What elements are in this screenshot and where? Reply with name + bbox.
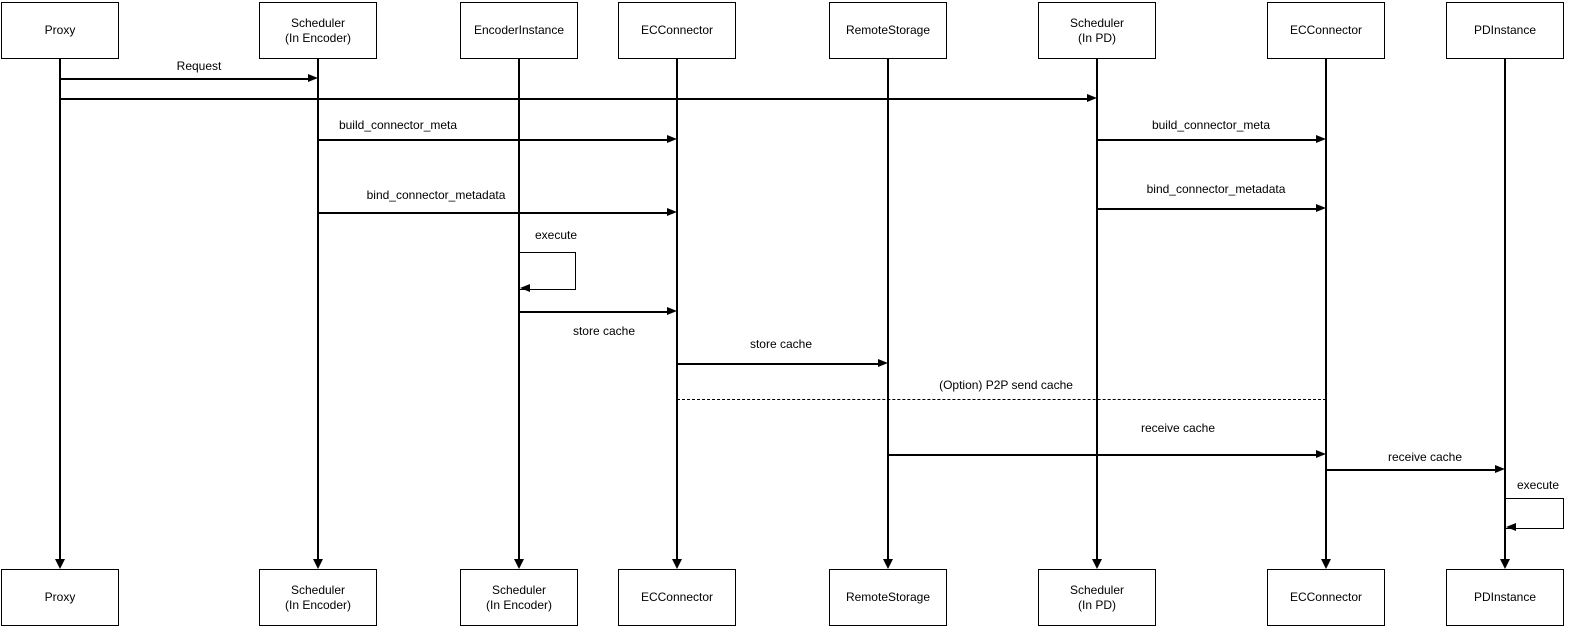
arrowhead-icon: [1316, 135, 1326, 143]
actor-top-scheduler-encoder: Scheduler (In Encoder): [259, 2, 377, 59]
message-execute-encoder-label: execute: [534, 228, 578, 242]
lifeline-pd-instance: [1504, 59, 1506, 560]
lifeline-arrowhead-icon: [514, 559, 524, 569]
message-p2p-send-cache-label: (Option) P2P send cache: [939, 378, 1073, 392]
actor-bottom-remote-storage: RemoteStorage: [829, 569, 947, 626]
lifeline-arrowhead-icon: [55, 559, 65, 569]
message-execute-pd-loop: [1505, 498, 1564, 529]
lifeline-arrowhead-icon: [1500, 559, 1510, 569]
arrowhead-icon: [1316, 204, 1326, 212]
actor-bottom-encoder-instance: Scheduler (In Encoder): [460, 569, 578, 626]
lifeline-scheduler-encoder: [317, 59, 319, 560]
arrowhead-icon: [878, 359, 888, 367]
actor-top-pd-instance: PDInstance: [1446, 2, 1564, 59]
message-encoder-store-cache-line: [519, 311, 667, 313]
message-receive-cache-pd-line: [1326, 469, 1495, 471]
message-request-label: Request: [176, 59, 222, 73]
message-build-meta-encoder-line: [318, 139, 667, 141]
actor-top-ec-connector-encoder: ECConnector: [618, 2, 736, 59]
message-build-meta-encoder-label: build_connector_meta: [338, 118, 458, 132]
arrowhead-icon: [667, 135, 677, 143]
lifeline-arrowhead-icon: [672, 559, 682, 569]
arrowhead-icon: [1087, 94, 1097, 102]
arrowhead-icon: [520, 284, 530, 292]
arrowhead-icon: [1495, 465, 1505, 473]
actor-bottom-pd-instance: PDInstance: [1446, 569, 1564, 626]
lifeline-arrowhead-icon: [883, 559, 893, 569]
lifeline-encoder-instance: [518, 59, 520, 560]
lifeline-proxy: [59, 59, 61, 560]
arrowhead-icon: [667, 208, 677, 216]
actor-bottom-ec-connector-encoder: ECConnector: [618, 569, 736, 626]
actor-top-encoder-instance: EncoderInstance: [460, 2, 578, 59]
message-p2p-send-cache-line: [677, 399, 1326, 400]
lifeline-ec-connector-pd: [1325, 59, 1327, 560]
message-bind-metadata-pd-line: [1097, 208, 1316, 210]
lifeline-remote-storage: [887, 59, 889, 560]
actor-bottom-scheduler-encoder: Scheduler (In Encoder): [259, 569, 377, 626]
message-encoder-store-cache-label: store cache: [572, 324, 636, 338]
message-proxy-to-pd-line: [60, 98, 1087, 100]
message-execute-encoder-loop: [519, 252, 576, 290]
message-bind-metadata-encoder-label: bind_connector_metadata: [366, 188, 506, 202]
actor-bottom-proxy: Proxy: [1, 569, 119, 626]
message-build-meta-pd-line: [1097, 139, 1316, 141]
arrowhead-icon: [308, 74, 318, 82]
lifeline-scheduler-pd: [1096, 59, 1098, 560]
message-receive-cache-remote-line: [888, 454, 1316, 456]
message-bind-metadata-pd-label: bind_connector_metadata: [1146, 182, 1286, 196]
arrowhead-icon: [667, 307, 677, 315]
message-store-cache-remote-label: store cache: [749, 337, 813, 351]
actor-top-remote-storage: RemoteStorage: [829, 2, 947, 59]
arrowhead-icon: [1316, 450, 1326, 458]
message-execute-pd-label: execute: [1516, 478, 1560, 492]
arrowhead-icon: [1506, 523, 1516, 531]
actor-bottom-ec-connector-pd: ECConnector: [1267, 569, 1385, 626]
message-receive-cache-remote-label: receive cache: [1140, 421, 1216, 435]
message-receive-cache-pd-label: receive cache: [1387, 450, 1463, 464]
message-store-cache-remote-line: [677, 363, 878, 365]
lifeline-arrowhead-icon: [1321, 559, 1331, 569]
message-build-meta-pd-label: build_connector_meta: [1151, 118, 1271, 132]
message-bind-metadata-encoder-line: [318, 212, 667, 214]
actor-top-proxy: Proxy: [1, 2, 119, 59]
actor-bottom-scheduler-pd: Scheduler (In PD): [1038, 569, 1156, 626]
lifeline-arrowhead-icon: [1092, 559, 1102, 569]
actor-top-ec-connector-pd: ECConnector: [1267, 2, 1385, 59]
actor-top-scheduler-pd: Scheduler (In PD): [1038, 2, 1156, 59]
lifeline-arrowhead-icon: [313, 559, 323, 569]
message-request-line: [60, 78, 308, 80]
